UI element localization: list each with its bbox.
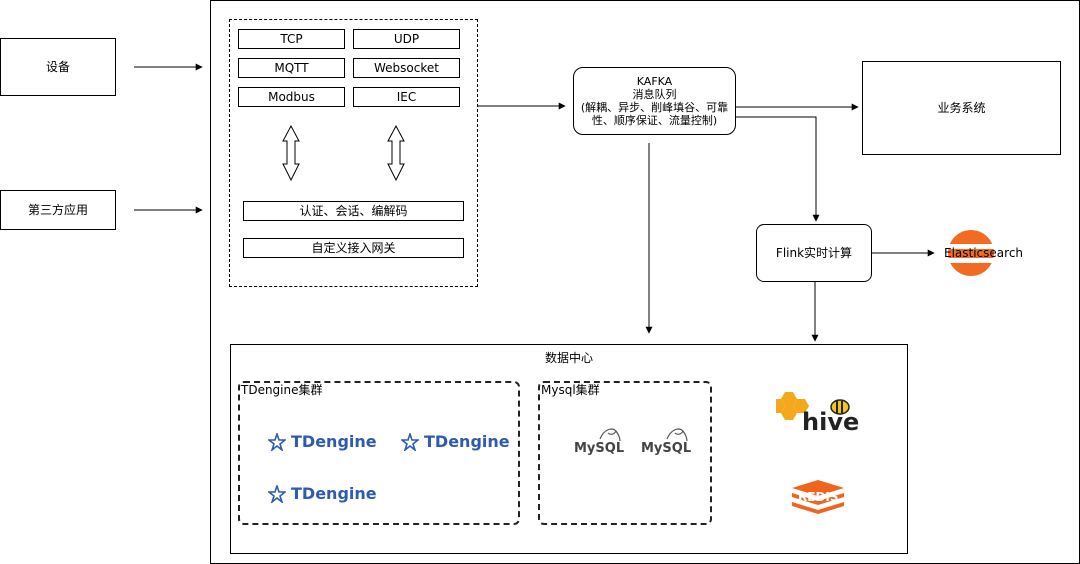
- third-party-box: 第三方应用: [0, 190, 116, 230]
- elasticsearch-label: Elasticsearch: [944, 246, 1024, 260]
- mysql-logo-2: MySQL: [641, 425, 691, 459]
- hive-logo: hive: [776, 390, 860, 436]
- bidirectional-arrow-left: [282, 124, 300, 182]
- tdengine-icon: [268, 432, 286, 451]
- arrow-kafka-flink: [736, 116, 820, 222]
- protocol-mqtt-label: MQTT: [274, 61, 309, 75]
- business-system-label: 业务系统: [937, 101, 986, 115]
- device-label: 设备: [45, 60, 70, 74]
- custom-gateway-box: 自定义接入网关: [243, 238, 464, 258]
- bee-icon: [830, 399, 850, 415]
- hive-logo-text: hive: [802, 408, 860, 436]
- kafka-desc-1: (解耦、异步、削峰填谷、可靠: [580, 101, 729, 114]
- kafka-subtitle: 消息队列: [632, 88, 677, 101]
- tdengine-icon: [401, 432, 419, 451]
- data-center-box: [230, 344, 908, 554]
- mysql-cluster-label: Mysql集群: [541, 383, 600, 397]
- flink-label: Flink实时计算: [775, 246, 853, 260]
- third-party-label: 第三方应用: [27, 203, 88, 217]
- tdengine-logo-2-text: TDengine: [424, 432, 510, 451]
- honeycomb-icon: [776, 392, 809, 420]
- redis-logo-text: REDIS: [798, 490, 839, 504]
- protocol-udp: UDP: [353, 29, 460, 49]
- protocol-tcp: TCP: [238, 29, 345, 49]
- protocol-udp-label: UDP: [393, 32, 420, 46]
- tdengine-logo-2: TDengine: [401, 432, 510, 451]
- custom-gateway-label: 自定义接入网关: [311, 241, 396, 255]
- tdengine-logo-3-text: TDengine: [291, 484, 377, 503]
- dolphin-icon: [599, 428, 621, 442]
- protocol-iec: IEC: [353, 87, 460, 107]
- protocol-iec-label: IEC: [396, 90, 417, 104]
- tdengine-cluster: [238, 381, 520, 525]
- mysql-logo-1: MySQL: [574, 425, 624, 459]
- business-system-box: 业务系统: [862, 61, 1061, 155]
- protocol-modbus: Modbus: [238, 87, 345, 107]
- data-center-title: 数据中心: [545, 351, 594, 365]
- redis-icon: [792, 480, 844, 514]
- dolphin-icon: [666, 428, 688, 442]
- kafka-desc-2: 性、顺序保证、流量控制): [591, 114, 718, 127]
- gateway-container: [229, 19, 478, 287]
- mysql-cluster: [538, 381, 712, 525]
- flink-box: Flink实时计算: [756, 224, 872, 282]
- tdengine-logo-3: TDengine: [268, 484, 377, 503]
- auth-codec-box: 认证、会话、编解码: [243, 201, 464, 221]
- protocol-tcp-label: TCP: [280, 32, 303, 46]
- bidirectional-arrow-right: [387, 124, 405, 182]
- tdengine-logo-1: TDengine: [268, 432, 377, 451]
- protocol-websocket: Websocket: [353, 58, 460, 78]
- mysql-logo-2-text: MySQL: [641, 441, 692, 456]
- elasticsearch-icon: [948, 230, 994, 276]
- tdengine-cluster-label: TDengine集群: [241, 383, 323, 397]
- mysql-logo-1-text: MySQL: [574, 441, 625, 456]
- redis-logo: REDIS: [790, 478, 846, 518]
- elasticsearch-logo: Elasticsearch: [944, 229, 1023, 277]
- protocol-websocket-label: Websocket: [374, 61, 439, 75]
- protocol-modbus-label: Modbus: [268, 90, 315, 104]
- auth-codec-label: 认证、会话、编解码: [299, 204, 408, 218]
- tdengine-icon: [268, 484, 286, 503]
- protocol-mqtt: MQTT: [238, 58, 345, 78]
- tdengine-logo-1-text: TDengine: [291, 432, 377, 451]
- device-box: 设备: [0, 38, 116, 96]
- kafka-box: KAFKA 消息队列 (解耦、异步、削峰填谷、可靠 性、顺序保证、流量控制): [573, 67, 736, 135]
- kafka-title: KAFKA: [636, 75, 673, 88]
